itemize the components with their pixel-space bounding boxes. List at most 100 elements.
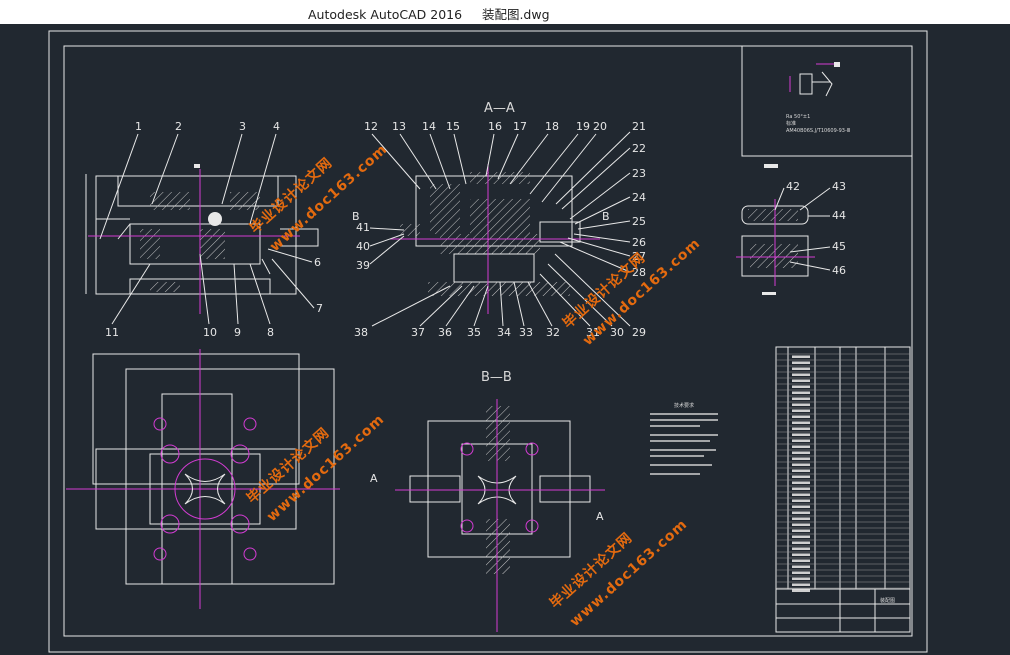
parts-list-entry bbox=[792, 385, 810, 388]
callout-37: 37 bbox=[411, 326, 425, 339]
front-view-assembly bbox=[85, 164, 319, 314]
parts-list-entry bbox=[792, 583, 810, 586]
callout-3: 3 bbox=[239, 120, 246, 133]
callout-28: 28 bbox=[632, 266, 646, 279]
section-bb-plan: A A bbox=[370, 399, 605, 632]
window-title: Autodesk AutoCAD 2016 装配图.dwg bbox=[308, 7, 550, 22]
parts-list-entry bbox=[792, 505, 810, 508]
notes-title: 技术要求 bbox=[674, 402, 694, 409]
callout-12: 12 bbox=[364, 120, 378, 133]
callout-4: 4 bbox=[273, 120, 280, 133]
callout-9: 9 bbox=[234, 326, 241, 339]
parts-list-entry bbox=[792, 379, 810, 382]
callout-14: 14 bbox=[422, 120, 436, 133]
callout-10: 10 bbox=[203, 326, 217, 339]
callout-36: 36 bbox=[438, 326, 452, 339]
callout-27: 27 bbox=[632, 250, 646, 263]
section-bb-title: B—B bbox=[481, 370, 512, 385]
callout-26: 26 bbox=[632, 236, 646, 249]
section-aa-assembly: B B bbox=[352, 164, 610, 314]
outer-frame bbox=[48, 30, 928, 653]
inset-text-3: AM40B06S.J/T10609-93-Ⅲ bbox=[786, 128, 850, 134]
parts-list-entry bbox=[792, 469, 810, 472]
parts-list: 装配图 bbox=[775, 346, 911, 633]
parts-list-entry bbox=[792, 361, 810, 364]
parts-list-entry bbox=[792, 565, 810, 568]
cad-drawing: Ra 50°±1 标准 AM40B06S.J/T10609-93-Ⅲ A—A B… bbox=[48, 30, 928, 653]
callout-6: 6 bbox=[314, 256, 321, 269]
callout-46: 46 bbox=[832, 264, 846, 277]
parts-list-entry bbox=[792, 547, 810, 550]
marker-a-right: A bbox=[596, 510, 604, 523]
callout-30: 30 bbox=[610, 326, 624, 339]
parts-list-entry bbox=[792, 571, 810, 574]
parts-list-entry bbox=[792, 475, 810, 478]
inset-text-1: Ra 50°±1 bbox=[786, 114, 810, 120]
parts-list-entry bbox=[792, 451, 810, 454]
callout-15: 15 bbox=[446, 120, 460, 133]
inset-detail: Ra 50°±1 标准 AM40B06S.J/T10609-93-Ⅲ bbox=[741, 45, 913, 157]
parts-list-entry bbox=[792, 427, 810, 430]
parts-list-entry bbox=[792, 481, 810, 484]
parts-list-entry bbox=[792, 403, 810, 406]
parts-list-entry bbox=[792, 553, 810, 556]
drawing-canvas[interactable]: Ra 50°±1 标准 AM40B06S.J/T10609-93-Ⅲ A—A B… bbox=[0, 24, 1010, 655]
callout-29: 29 bbox=[632, 326, 646, 339]
parts-list-entry bbox=[792, 541, 810, 544]
section-aa-title: A—A bbox=[484, 101, 515, 116]
callout-11: 11 bbox=[105, 326, 119, 339]
callout-38: 38 bbox=[354, 326, 368, 339]
marker-b-left: B bbox=[352, 210, 360, 223]
callout-43: 43 bbox=[832, 180, 846, 193]
parts-list-entry bbox=[792, 487, 810, 490]
callout-7: 7 bbox=[316, 302, 323, 315]
callout-24: 24 bbox=[632, 191, 646, 204]
callout-45: 45 bbox=[832, 240, 846, 253]
middle-callouts: 12 13 14 15 16 17 18 19 20 21 22 23 24 2… bbox=[354, 120, 646, 339]
parts-list-entry bbox=[792, 439, 810, 442]
callout-17: 17 bbox=[513, 120, 527, 133]
inset-text-2: 标准 bbox=[786, 120, 796, 127]
parts-list-entry bbox=[792, 463, 810, 466]
callout-18: 18 bbox=[545, 120, 559, 133]
callout-20: 20 bbox=[593, 120, 607, 133]
plan-view bbox=[66, 349, 340, 609]
parts-list-entry bbox=[792, 409, 810, 412]
callout-16: 16 bbox=[488, 120, 502, 133]
callout-35: 35 bbox=[467, 326, 481, 339]
parts-list-entry bbox=[792, 457, 810, 460]
parts-list-entry bbox=[792, 445, 810, 448]
parts-list-entry bbox=[792, 511, 810, 514]
callout-21: 21 bbox=[632, 120, 646, 133]
parts-list-entry bbox=[792, 415, 810, 418]
parts-list-entry bbox=[792, 367, 810, 370]
callout-23: 23 bbox=[632, 167, 646, 180]
title-bar: Autodesk AutoCAD 2016 装配图.dwg bbox=[0, 0, 1010, 24]
parts-list-entry bbox=[792, 499, 810, 502]
callout-8: 8 bbox=[267, 326, 274, 339]
callout-32: 32 bbox=[546, 326, 560, 339]
callout-41: 41 bbox=[356, 221, 370, 234]
marker-b-right: B bbox=[602, 210, 610, 223]
parts-list-entry bbox=[792, 589, 810, 592]
parts-list-entry bbox=[792, 577, 810, 580]
callout-39: 39 bbox=[356, 259, 370, 272]
callout-1: 1 bbox=[135, 120, 142, 133]
callout-44: 44 bbox=[832, 209, 846, 222]
callout-13: 13 bbox=[392, 120, 406, 133]
callout-19: 19 bbox=[576, 120, 590, 133]
inner-frame bbox=[63, 45, 913, 637]
parts-list-entry bbox=[792, 421, 810, 424]
detail-view: 42 43 44 45 46 bbox=[736, 164, 846, 295]
left-callouts: 1 2 3 4 6 7 8 9 10 11 bbox=[99, 120, 323, 339]
technical-notes: 技术要求 bbox=[650, 402, 718, 475]
parts-list-entry bbox=[792, 535, 810, 538]
callout-2: 2 bbox=[175, 120, 182, 133]
callout-31: 31 bbox=[586, 326, 600, 339]
parts-list-entry bbox=[792, 373, 810, 376]
marker-a-left: A bbox=[370, 472, 378, 485]
callout-22: 22 bbox=[632, 142, 646, 155]
callout-34: 34 bbox=[497, 326, 511, 339]
parts-list-entry bbox=[792, 517, 810, 520]
parts-list-entry bbox=[792, 529, 810, 532]
